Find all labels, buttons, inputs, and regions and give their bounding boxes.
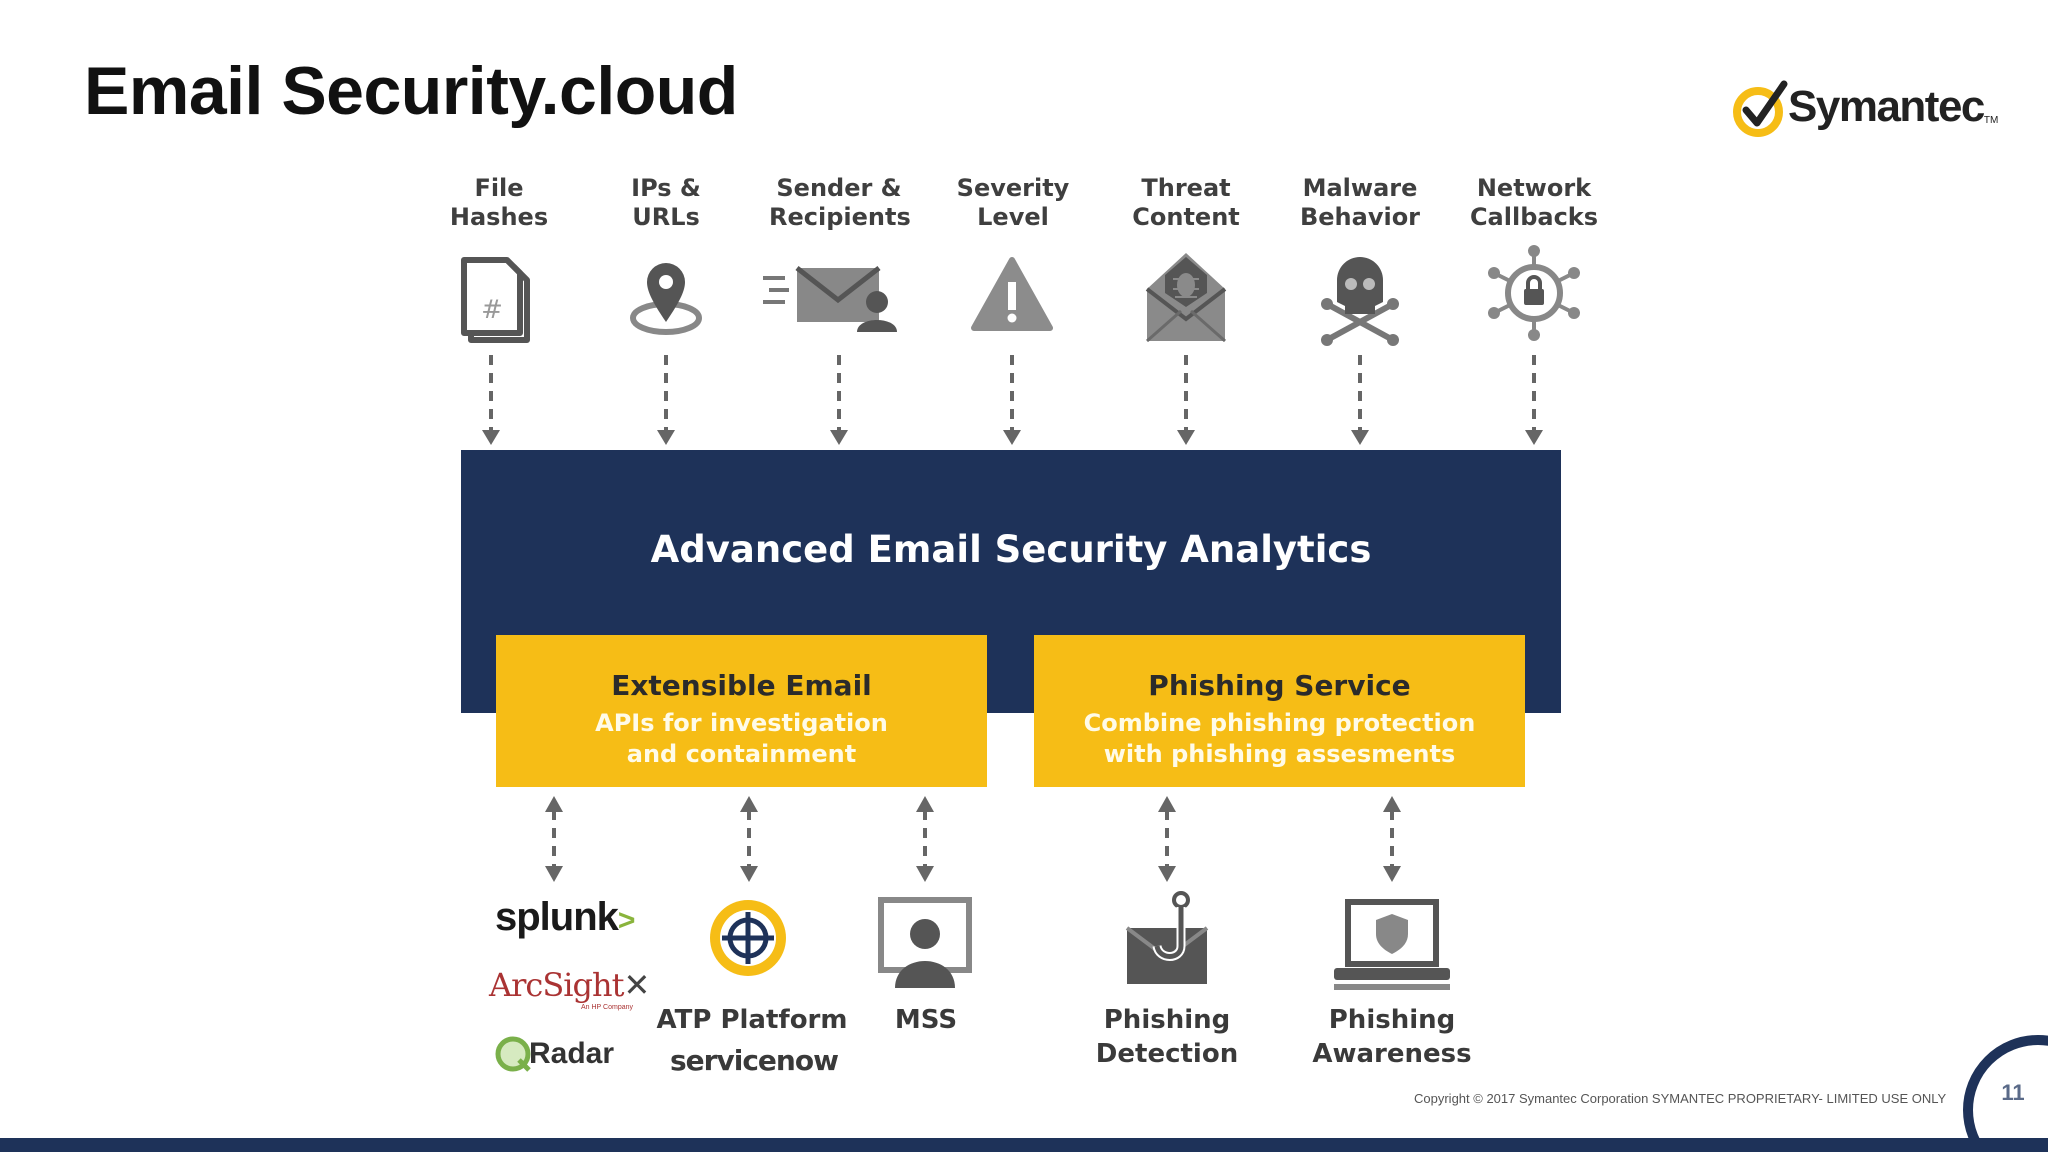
mss-monitor-icon (878, 897, 972, 988)
location-pin-icon (630, 263, 702, 335)
logo-trademark: TM (1983, 115, 1999, 126)
source-line: URLs (632, 203, 700, 231)
source-label-sender-recipients: Sender & Recipients (769, 174, 911, 232)
analytics-title: Advanced Email Security Analytics (650, 528, 1372, 571)
phishing-awareness-label: Phishing Awareness (1292, 1003, 1492, 1071)
source-line: Behavior (1299, 203, 1421, 231)
slide-title: Email Security.cloud (84, 53, 738, 129)
page-number: 11 (2001, 1080, 2025, 1105)
page-number-ring (1963, 1035, 2048, 1152)
box-sub-line: with phishing assesments (1103, 740, 1456, 768)
qradar-ring-icon (495, 1036, 531, 1072)
source-line: File (474, 174, 524, 202)
extensible-email-sub: APIs for investigation and containment (496, 708, 987, 770)
extensible-email-box: Extensible Email APIs for investigation … (496, 635, 987, 787)
svg-text:#: # (481, 295, 503, 325)
arcsight-tagline: An HP Company (581, 1004, 634, 1011)
source-line: Callbacks (1469, 203, 1599, 231)
warning-icon (971, 257, 1053, 331)
source-line: Hashes (449, 203, 549, 231)
source-label-threat-content: Threat Content (1116, 174, 1256, 232)
laptop-shield-icon (1334, 899, 1450, 990)
atp-platform-label: ATP Platform (656, 1005, 848, 1035)
splunk-wordmark: splunk (495, 895, 619, 939)
dest-line: Phishing (1328, 1005, 1456, 1035)
source-label-network-callbacks: Network Callbacks (1464, 174, 1604, 232)
dest-line: Phishing (1103, 1005, 1231, 1035)
source-line: Malware (1302, 174, 1418, 202)
splunk-logo: splunk> (495, 895, 636, 940)
mss-label: MSS (894, 1005, 958, 1035)
source-line: Threat (1141, 174, 1231, 202)
file-hash-icon: # (461, 257, 530, 343)
qradar-wordmark: Radar (529, 1037, 615, 1070)
source-line: Severity (956, 174, 1070, 202)
source-line: Content (1132, 203, 1240, 231)
source-line: Sender & (776, 174, 902, 202)
source-line: Network (1476, 174, 1592, 202)
arcsight-wordmark: ArcSight (489, 966, 624, 1004)
extensible-email-title: Extensible Email (611, 669, 872, 702)
phishing-service-title: Phishing Service (1148, 669, 1411, 702)
source-line: IPs & (631, 174, 701, 202)
phishing-hook-icon (1125, 891, 1209, 984)
source-label-severity-level: Severity Level (943, 174, 1083, 232)
network-lock-icon (1488, 245, 1580, 341)
source-label-file-hashes: File Hashes (429, 174, 569, 232)
symantec-check-icon (1733, 80, 1788, 137)
phishing-service-box: Phishing Service Combine phishing protec… (1034, 635, 1525, 787)
logo-wordmark: Symantec (1788, 82, 1985, 131)
box-sub-line: and containment (626, 740, 857, 768)
bug-envelope-icon (1145, 253, 1227, 343)
phishing-service-sub: Combine phishing protection with phishin… (1034, 708, 1525, 770)
email-sender-icon (763, 266, 897, 332)
source-label-malware-behavior: Malware Behavior (1290, 174, 1430, 232)
dest-line: Awareness (1312, 1039, 1472, 1069)
splunk-chevron: > (617, 904, 636, 937)
phishing-detection-label: Phishing Detection (1067, 1003, 1267, 1071)
copyright-text: Copyright © 2017 Symantec Corporation SY… (1414, 1091, 1947, 1106)
servicenow-logo: servicenow (670, 1044, 839, 1077)
dest-line: Detection (1095, 1039, 1239, 1069)
skull-crossbones-icon (1321, 257, 1399, 346)
box-sub-line: APIs for investigation (595, 709, 888, 737)
symantec-logo: Symantec TM (1732, 76, 1998, 138)
footer-bar (0, 1138, 2048, 1152)
source-line: Level (977, 203, 1049, 231)
source-label-ips-urls: IPs & URLs (596, 174, 736, 232)
source-line: Recipients (769, 203, 911, 231)
qradar-logo: Radar (493, 1034, 614, 1074)
box-sub-line: Combine phishing protection (1083, 709, 1476, 737)
atp-target-icon (710, 900, 786, 976)
arcsight-logo: ArcSight✕ (489, 966, 650, 1004)
